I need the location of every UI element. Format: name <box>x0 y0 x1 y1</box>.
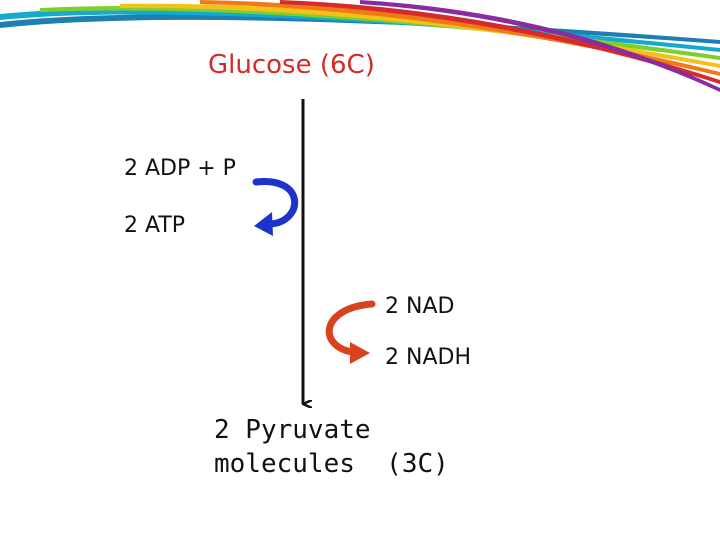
decorative-swoosh <box>0 0 720 92</box>
nad-label: 2 NAD <box>385 294 455 319</box>
pyruvate-line-2: molecules (3C) <box>214 448 449 479</box>
nad-curved-arrow-icon <box>325 300 376 364</box>
adp-label: 2 ADP + P <box>124 156 236 181</box>
nadh-label: 2 NADH <box>385 345 471 370</box>
pyruvate-label: 2 Pyruvate molecules (3C) <box>214 414 449 482</box>
glucose-label: Glucose (6C) <box>208 50 375 80</box>
pyruvate-line-1: 2 Pyruvate <box>214 415 371 445</box>
atp-curved-arrow-icon <box>252 178 298 236</box>
atp-label: 2 ATP <box>124 213 186 238</box>
